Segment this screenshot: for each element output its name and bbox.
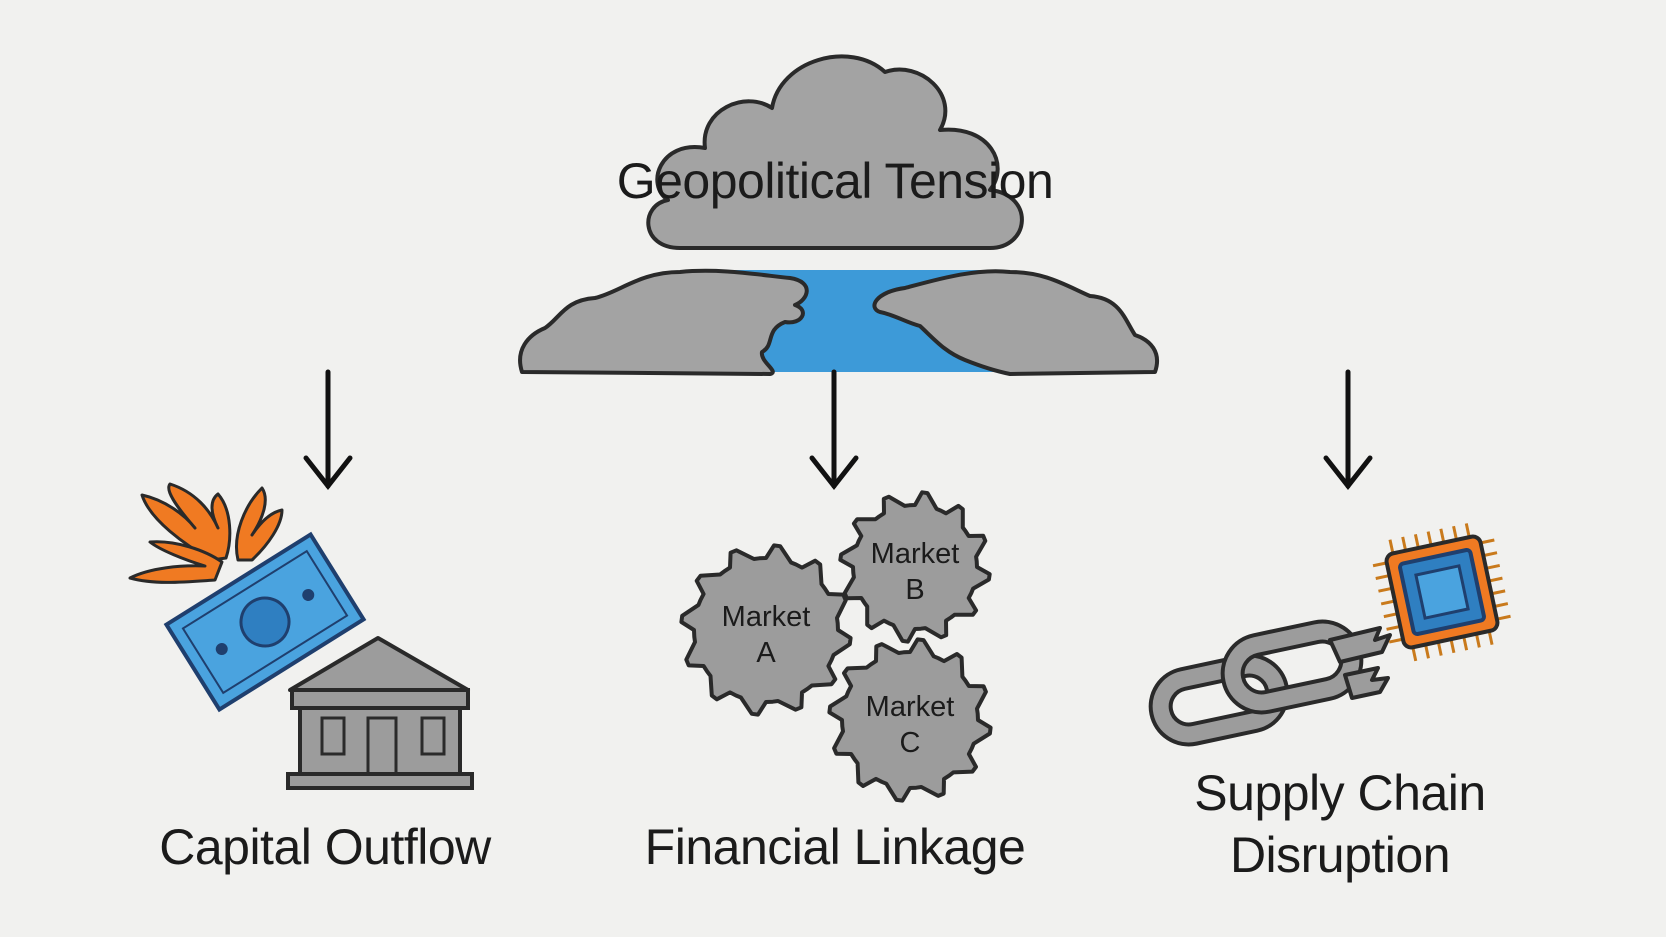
branch-label-financial-linkage: Financial Linkage — [644, 819, 1026, 875]
broken-chain-icon — [1148, 619, 1392, 747]
branch-label-capital-outflow: Capital Outflow — [159, 819, 491, 875]
arrow-left-icon — [303, 369, 353, 491]
gear-label-line2: A — [756, 637, 776, 669]
left-landmass-icon — [518, 268, 809, 376]
arrow-center-icon — [809, 369, 859, 491]
gear-label-line1: Market — [871, 538, 960, 570]
gear-icon — [838, 490, 992, 644]
arrow-right-icon — [1323, 369, 1373, 491]
microchip-icon — [1372, 523, 1511, 662]
gear-label-line1: Market — [722, 601, 811, 633]
bank-building-icon — [286, 636, 474, 790]
branch-label-supply-chain-disruption: Supply Chain Disruption — [1194, 765, 1486, 883]
gear-label-line2: B — [905, 574, 924, 606]
right-landmass-icon — [872, 269, 1159, 376]
gear-icon — [679, 543, 853, 717]
gear-label-line1: Market — [866, 691, 955, 723]
gear-label-line2: C — [900, 727, 921, 759]
cloud-icon — [646, 54, 1024, 250]
gear-icon — [827, 637, 993, 803]
diagram-title: Geopolitical Tension — [616, 153, 1054, 209]
winged-money-icon — [128, 482, 367, 713]
